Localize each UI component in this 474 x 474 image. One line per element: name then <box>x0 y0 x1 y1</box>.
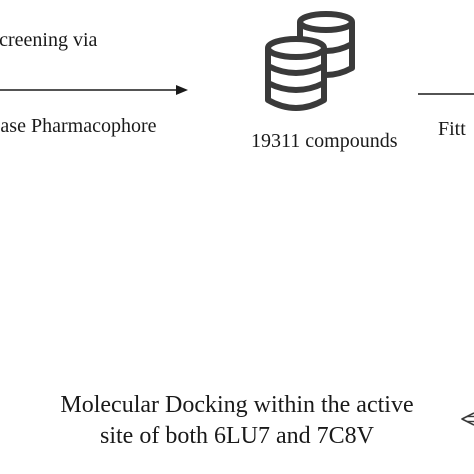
front-cylinder-band-1 <box>266 63 326 76</box>
connector-line-right <box>418 93 474 95</box>
front-cylinder-cover <box>268 48 324 108</box>
arrow-left-partial-icon <box>461 412 474 426</box>
front-cylinder-body <box>265 48 327 111</box>
front-cylinder-band-2 <box>266 80 326 93</box>
back-cylinder-top <box>297 11 355 33</box>
front-cylinder-top <box>265 36 327 60</box>
arrow-head <box>176 85 188 95</box>
compounds-count-label: 19311 compounds <box>251 130 398 152</box>
screening-label-top: Screening via <box>0 29 98 51</box>
database-stack-icon <box>265 11 355 111</box>
docking-label-line-2: site of both 6LU7 and 7C8V <box>100 423 374 449</box>
screening-label-bottom: tease Pharmacophore <box>0 115 157 137</box>
arrow-right-icon <box>0 85 188 95</box>
docking-label-line-1: Molecular Docking within the active <box>60 392 414 418</box>
fitting-label-partial: Fitt <box>438 118 466 140</box>
